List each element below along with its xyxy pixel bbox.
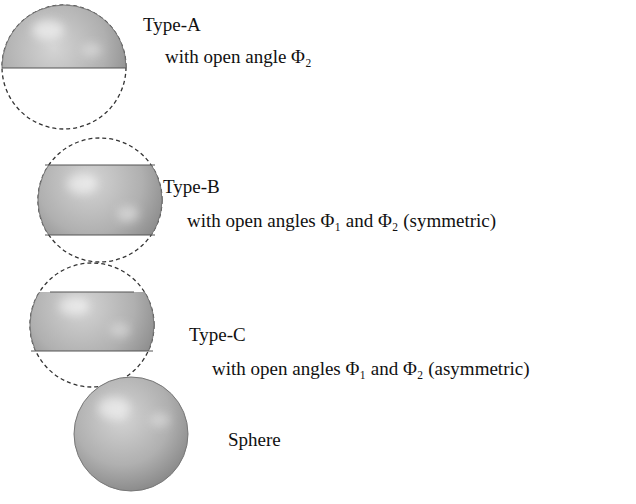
type-description: with open angles Φ₁ and Φ₂ (asymmetric): [212, 358, 530, 381]
type-a-cap: [2, 5, 126, 129]
type-title: Type-A: [143, 14, 201, 37]
type-description: with open angle Φ₂: [165, 46, 312, 69]
type-b-band: [38, 138, 162, 262]
full-sphere: [74, 377, 188, 491]
type-title: Type-C: [189, 324, 246, 347]
type-title: Type-B: [163, 176, 220, 199]
type-description: with open angles Φ₁ and Φ₂ (symmetric): [187, 210, 496, 233]
type-c-band: [30, 263, 154, 387]
type-title: Sphere: [228, 429, 281, 452]
